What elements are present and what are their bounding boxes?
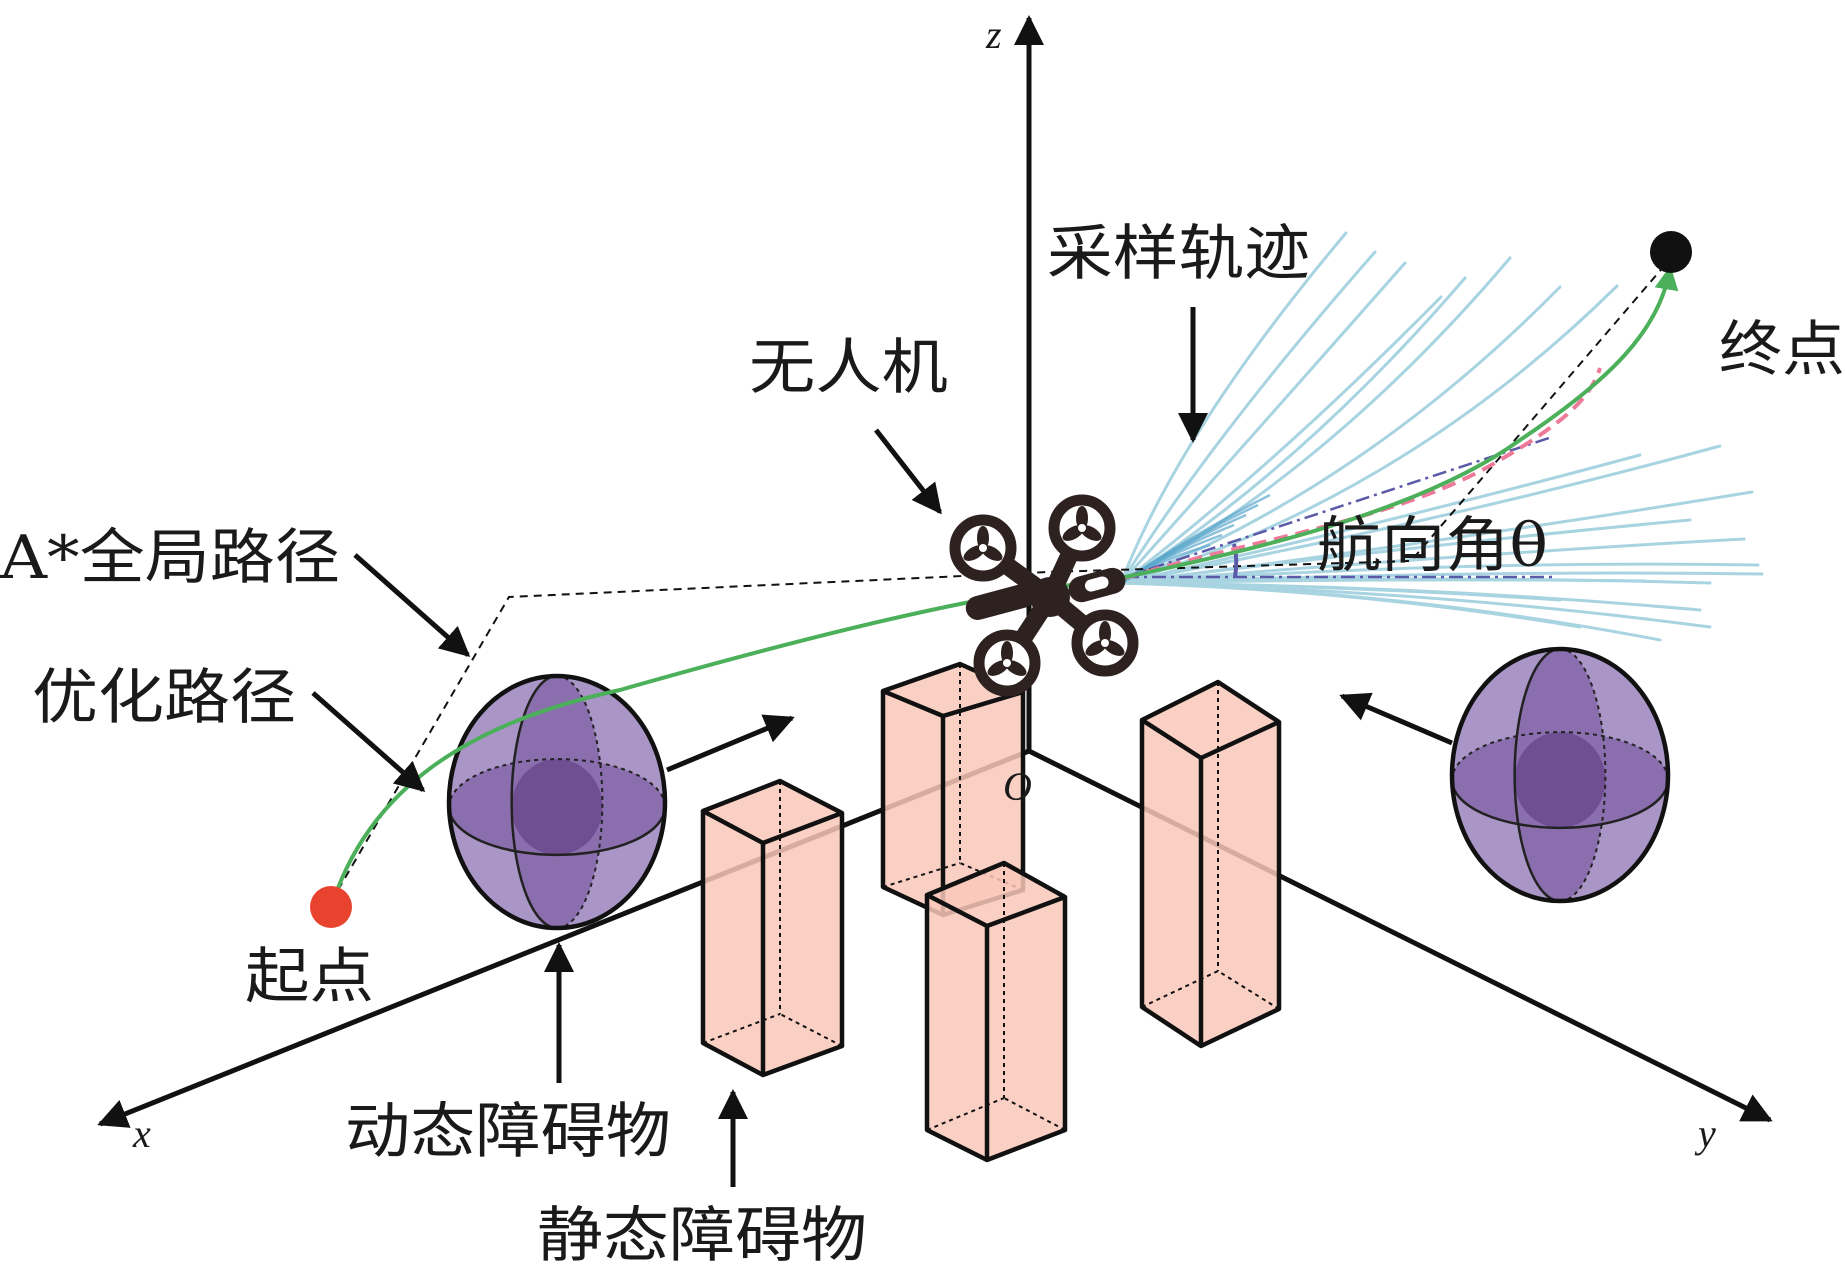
a-star-global-path: [337, 264, 1666, 891]
dynamic-obstacle-motion-arrow-left: [666, 714, 795, 773]
sampled-trajectory: [1119, 295, 1443, 585]
dynamic-obstacle-ellipsoid: [1449, 646, 1671, 904]
sampled-trajectory: [1119, 518, 1692, 585]
drone-rotor: [1071, 609, 1139, 677]
selected-trajectory: [1124, 367, 1602, 580]
sampled-trajectory-bundle: [1120, 493, 1271, 585]
drone-label: 无人机: [749, 333, 948, 403]
drone-icon: [949, 494, 1139, 697]
sampled-trajectory: [1119, 444, 1722, 585]
sampled-trajectory: [1119, 537, 1746, 585]
sampled-trajectory: [1119, 261, 1407, 585]
origin-label: O: [1003, 764, 1032, 809]
z-axis-label: z: [985, 12, 1002, 57]
sampled-trajectory: [1119, 578, 1647, 585]
start-point-label: 起点: [245, 942, 374, 1012]
static-obstacles: [700, 661, 1282, 1163]
drone-rotor: [949, 514, 1017, 582]
sampled-trajectory: [1119, 285, 1562, 585]
end-point-label: 终点: [1719, 315, 1845, 385]
drone-rotor: [973, 629, 1041, 697]
callout-arrows: [311, 307, 1453, 1187]
sampled-trajectory: [1119, 250, 1377, 585]
drone-arrow: [874, 428, 942, 515]
static-obstacle-box: [1139, 679, 1282, 1049]
y-axis-label: y: [1694, 1111, 1716, 1156]
x-axis: [97, 748, 1030, 1128]
heading-angle-arc: [1232, 543, 1239, 578]
heading-direction-line: [1124, 435, 1553, 579]
optimized-path-label: 优化路径: [32, 663, 296, 733]
static-obstacle-box: [700, 778, 845, 1078]
start-point: [310, 886, 352, 928]
drone-rotor: [1048, 494, 1116, 562]
dynamic-obstacle-label: 动态障碍物: [345, 1097, 671, 1167]
global-path-arrow: [353, 553, 471, 657]
static-obstacle-box: [924, 860, 1068, 1163]
sampled-trajectories-label: 采样轨迹: [1047, 219, 1310, 289]
end-point: [1650, 231, 1692, 273]
dynamic-obstacle-ellipsoid: [446, 673, 668, 931]
sampled-trajectory: [1119, 581, 1562, 602]
static-obstacle-label: 静态障碍物: [537, 1201, 867, 1264]
heading-angle-label: 航向角θ: [1317, 511, 1548, 581]
dynamic-obstacle-motion-arrow-right: [1339, 692, 1453, 746]
global-path-label: A*全局路径: [0, 523, 340, 593]
x-axis-label: x: [132, 1111, 151, 1156]
sampled-trajectory: [1119, 453, 1642, 585]
optimized-path-arrow: [311, 691, 426, 792]
dynamic-obstacles: [446, 646, 1671, 931]
